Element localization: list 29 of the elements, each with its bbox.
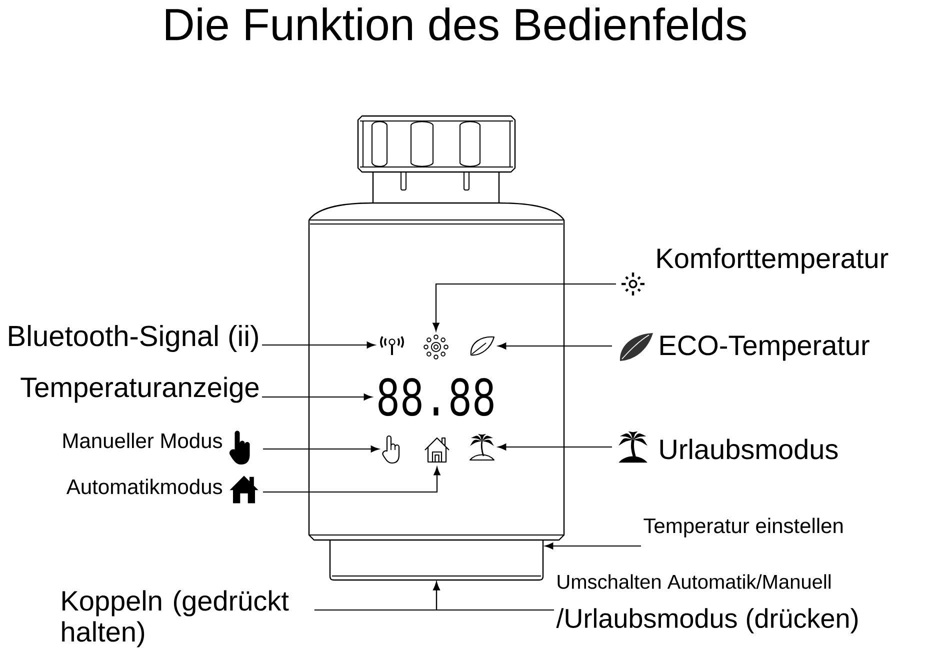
knob-ring (329, 540, 544, 581)
hand-icon (382, 435, 400, 464)
arrow (262, 394, 372, 400)
house-icon (424, 437, 450, 463)
arrow (433, 582, 554, 611)
display-digits: 88.88 (378, 378, 494, 416)
callout-label: Manueller Modus (63, 432, 222, 448)
callout-label: Komforttemperatur (658, 248, 888, 274)
callout-label: /Urlaubsmodus (drücken) (556, 608, 858, 634)
leaf-icon (470, 336, 495, 356)
callout-label: Temperatur einstellen (644, 518, 843, 538)
palm-tree-icon (470, 434, 494, 460)
arrow (498, 444, 612, 450)
arrow (262, 342, 376, 348)
callout-label: Bluetooth-Signal (ii) (9, 325, 258, 352)
callout-label: Temperaturanzeige (20, 376, 259, 403)
sun-icon (424, 334, 448, 360)
title: Die Funktion des Bedienfelds (166, 7, 746, 41)
arrow (263, 446, 380, 452)
arrow (498, 342, 612, 350)
arrow (544, 542, 641, 550)
callout-label: Urlaubsmodus (660, 438, 838, 460)
callout-label: Umschalten Automatik/Manuell (558, 574, 830, 589)
arrow (263, 466, 440, 493)
callout-label: Koppeln (gedrückt halten) (62, 590, 289, 648)
callout-label: ECO-Temperatur (660, 335, 870, 361)
callout-label: Automatikmodus (66, 478, 222, 494)
arrow (432, 283, 616, 332)
antenna-icon (388, 338, 396, 355)
